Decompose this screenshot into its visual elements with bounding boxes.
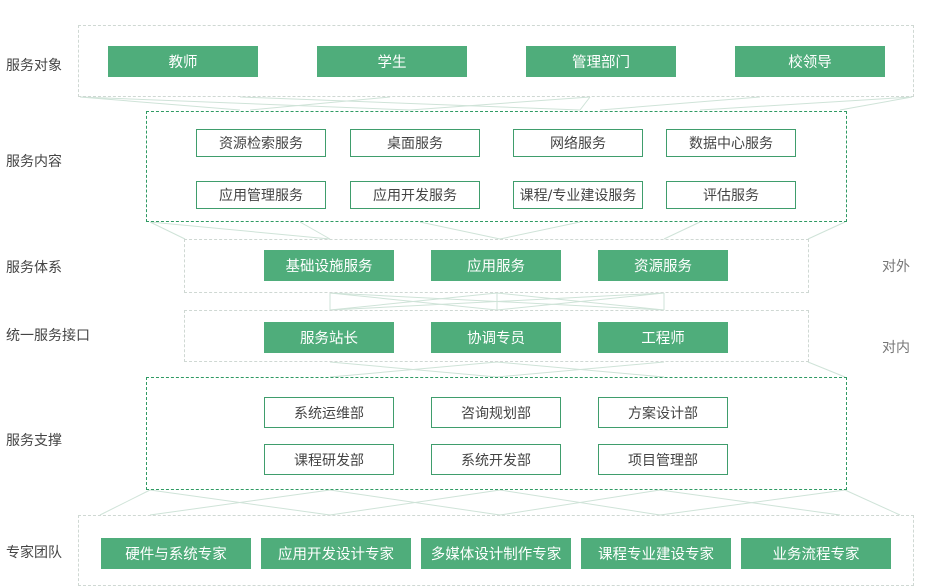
connector-line [499, 221, 581, 240]
node-resource-service: 资源服务 [598, 250, 728, 281]
connector-line [699, 96, 913, 111]
node-appdev-expert: 应用开发设计专家 [261, 538, 411, 569]
connector-line [496, 292, 665, 311]
service-interface-container [184, 310, 809, 362]
connector-line [499, 489, 661, 516]
node-multimedia-expert: 多媒体设计制作专家 [421, 538, 571, 569]
node-system-dev-dept: 系统开发部 [431, 444, 561, 475]
row-label-service-content: 服务内容 [6, 154, 62, 170]
side-label-internal: 对内 [882, 340, 910, 356]
node-management-dept: 管理部门 [526, 46, 676, 77]
node-solution-design-dept: 方案设计部 [598, 397, 728, 428]
node-teacher: 教师 [108, 46, 258, 77]
node-course-expert: 课程专业建设专家 [581, 538, 731, 569]
connector-line [409, 96, 591, 111]
connector-line [496, 361, 665, 378]
node-project-mgmt-dept: 项目管理部 [598, 444, 728, 475]
connector-line [79, 96, 241, 111]
node-evaluation-service: 评估服务 [666, 181, 796, 209]
node-infrastructure: 基础设施服务 [264, 250, 394, 281]
connector-line [149, 489, 331, 516]
connector-line [329, 489, 501, 516]
connector-line [299, 221, 331, 240]
connector-line [419, 221, 501, 240]
node-school-leader: 校领导 [735, 46, 885, 77]
node-student: 学生 [317, 46, 467, 77]
node-app-development: 应用开发服务 [350, 181, 480, 209]
service-objects-container [78, 25, 914, 97]
node-datacenter-service: 数据中心服务 [666, 129, 796, 157]
connector-line [579, 96, 591, 111]
row-label-service-interface: 统一服务接口 [6, 328, 90, 344]
connector-line [329, 361, 498, 378]
connector-line [329, 292, 665, 311]
connector-line [807, 221, 846, 240]
connector-line [249, 96, 391, 111]
node-process-expert: 业务流程专家 [741, 538, 891, 569]
service-system-container [184, 239, 809, 293]
connector-line [149, 221, 186, 240]
connector-line [807, 361, 846, 378]
connector-line [329, 292, 498, 311]
connector-line [149, 221, 331, 240]
node-consulting-dept: 咨询规划部 [431, 397, 561, 428]
connector-line [844, 489, 901, 516]
node-application-service: 应用服务 [431, 250, 561, 281]
row-label-expert-team: 专家团队 [6, 545, 62, 561]
row-label-service-support: 服务支撑 [6, 433, 62, 449]
side-label-external: 对外 [882, 259, 910, 275]
row-label-service-objects: 服务对象 [6, 58, 62, 74]
row-label-service-system: 服务体系 [6, 260, 62, 276]
connector-line [659, 489, 846, 516]
connector-line [79, 96, 411, 111]
node-station-master: 服务站长 [264, 322, 394, 353]
connector-line [239, 96, 581, 111]
connector-line [99, 489, 151, 516]
node-engineer: 工程师 [598, 322, 728, 353]
connector-line [599, 96, 761, 111]
node-app-management: 应用管理服务 [196, 181, 326, 209]
node-desktop-service: 桌面服务 [350, 129, 480, 157]
node-network-service: 网络服务 [513, 129, 643, 157]
node-hardware-expert: 硬件与系统专家 [101, 538, 251, 569]
service-support-container [146, 377, 847, 490]
connector-line [663, 221, 701, 240]
service-content-container [146, 111, 847, 222]
node-resource-search: 资源检索服务 [196, 129, 326, 157]
connector-line [839, 96, 913, 111]
expert-team-container [78, 515, 914, 586]
node-ops-dept: 系统运维部 [264, 397, 394, 428]
node-course-construction: 课程/专业建设服务 [513, 181, 643, 209]
node-coordinator: 协调专员 [431, 322, 561, 353]
node-course-rd-dept: 课程研发部 [264, 444, 394, 475]
